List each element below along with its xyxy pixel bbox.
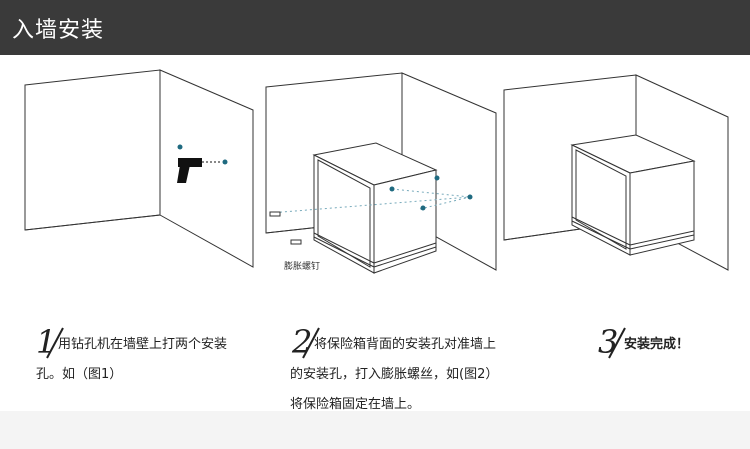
drill-icon [177,158,222,183]
step-3: 3 安装完成！ [596,322,716,362]
page-title: 入墙安装 [12,18,105,43]
step-2: 2 将保险箱背面的安装孔对准墙上 的安装孔，打入膨胀螺丝，如(图2） 将保险箱固… [290,322,540,417]
anchor-bolt-icon [269,211,302,245]
mount-hole-dot-3 [467,194,473,200]
step-3-line-1: 安装完成！ [624,337,690,352]
mount-hole-dot-1 [434,175,440,181]
step-1-line-2: 孔。如（图1） [36,367,123,382]
step-2-line-2: 的安装孔，打入膨胀螺丝，如(图2） [290,367,499,382]
installation-illustrations: 膨胀螺钉 [24,69,729,274]
footer-strip [0,411,750,449]
drill-hole-dot-top [177,144,183,150]
drill-hole-dot-right [222,159,228,165]
header-bar: 入墙安装 [0,0,750,55]
alignment-lines [269,188,471,214]
mount-hole-dot-4 [420,205,426,211]
figure-2-safe-mounting [265,72,497,274]
step-2-line-3: 将保险箱固定在墙上。 [290,397,421,412]
figure-3-safe-installed [503,74,729,271]
step-1-line-1: 用钻孔机在墙壁上打两个安装 [58,337,228,352]
figure-1-drill-wall [24,69,254,268]
step-2-line-1: 将保险箱背面的安装孔对准墙上 [314,337,497,352]
anchor-bolt-label: 膨胀螺钉 [284,260,320,272]
mount-hole-dot-2 [389,186,395,192]
step-1: 1 用钻孔机在墙壁上打两个安装 孔。如（图1） [36,322,266,412]
